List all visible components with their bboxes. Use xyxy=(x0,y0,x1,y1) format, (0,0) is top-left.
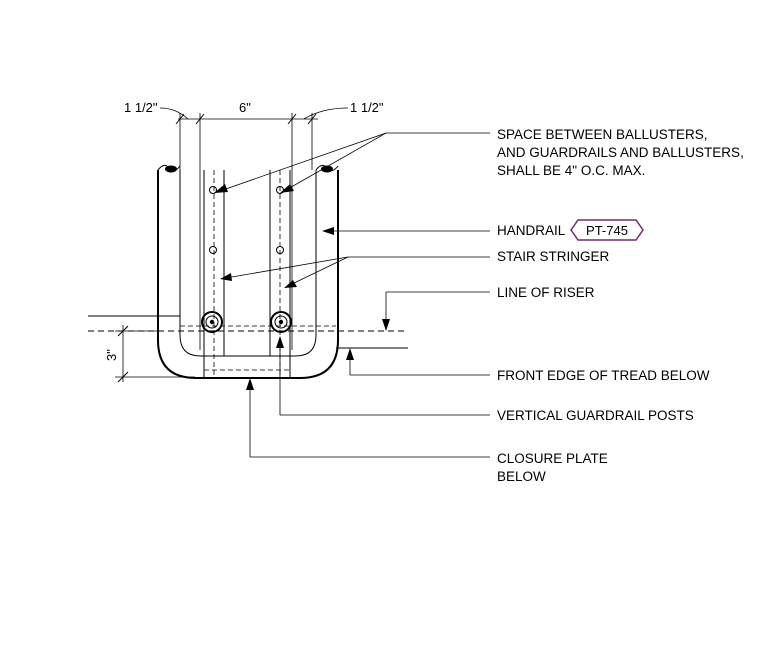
leader-lines xyxy=(214,132,490,458)
label-spacing-line2: AND GUARDRAILS AND BALLUSTERS, xyxy=(497,145,744,160)
callout-labels: SPACE BETWEEN BALLUSTERS, AND GUARDRAILS… xyxy=(497,127,744,484)
handrail-tag-label: PT-745 xyxy=(586,223,628,238)
label-spacing-line1: SPACE BETWEEN BALLUSTERS, xyxy=(497,127,708,142)
label-spacing-line3: SHALL BE 4" O.C. MAX. xyxy=(497,163,645,178)
label-closure-line1: CLOSURE PLATE xyxy=(497,451,608,466)
handrail-tag: PT-745 xyxy=(570,219,644,241)
stair-stringers xyxy=(203,170,291,378)
label-guardrail-posts: VERTICAL GUARDRAIL POSTS xyxy=(497,408,694,423)
label-front-edge: FRONT EDGE OF TREAD BELOW xyxy=(497,368,710,383)
dim-vertical-label: 3" xyxy=(104,349,119,361)
ballusters xyxy=(209,186,284,254)
balluster-1 xyxy=(209,186,217,194)
top-dimension-string: 1 1/2" 6" 1 1/2" xyxy=(124,100,384,350)
tread-riser-lines xyxy=(88,315,408,349)
label-line-of-riser: LINE OF RISER xyxy=(497,285,595,300)
balluster-2 xyxy=(209,246,217,254)
dim-left-label: 1 1/2" xyxy=(124,100,158,115)
guardrail-posts xyxy=(201,311,292,333)
balluster-4 xyxy=(276,246,284,254)
dim-center-label: 6" xyxy=(239,100,251,115)
handrail-u-shape xyxy=(157,164,339,379)
label-stair-stringer: STAIR STRINGER xyxy=(497,249,610,264)
dim-right-label: 1 1/2" xyxy=(350,100,384,115)
label-closure-line2: BELOW xyxy=(497,469,546,484)
label-handrail: HANDRAIL xyxy=(497,223,566,238)
vertical-dimension: 3" xyxy=(104,325,195,383)
